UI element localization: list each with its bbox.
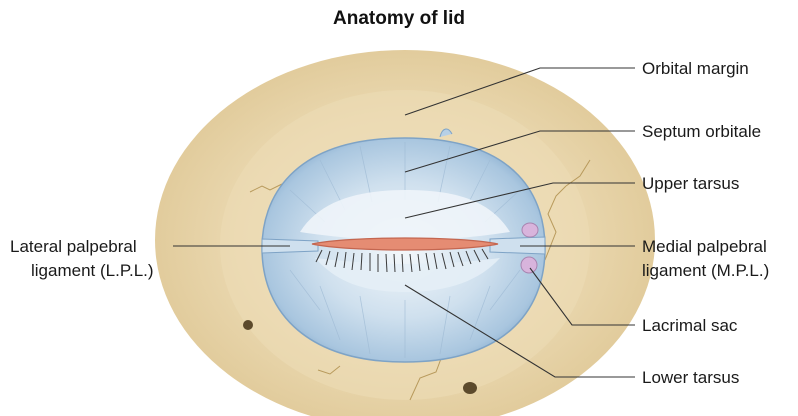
label-medial-palpebral-line2: ligament (M.P.L.): [642, 260, 769, 281]
label-orbital-margin: Orbital margin: [642, 58, 749, 79]
label-lateral-palpebral-line1: Lateral palpebral: [10, 236, 137, 257]
label-lateral-palpebral-line2: ligament (L.P.L.): [31, 260, 154, 281]
label-medial-palpebral-line1: Medial palpebral: [642, 236, 767, 257]
label-upper-tarsus: Upper tarsus: [642, 173, 739, 194]
label-lower-tarsus: Lower tarsus: [642, 367, 739, 388]
lid-margin: [312, 238, 498, 250]
label-septum-orbitale: Septum orbitale: [642, 121, 761, 142]
lacrimal-sac-upper: [522, 223, 538, 237]
foramen: [243, 320, 253, 330]
lacrimal-sac-lower: [521, 257, 537, 273]
label-lacrimal-sac: Lacrimal sac: [642, 315, 737, 336]
